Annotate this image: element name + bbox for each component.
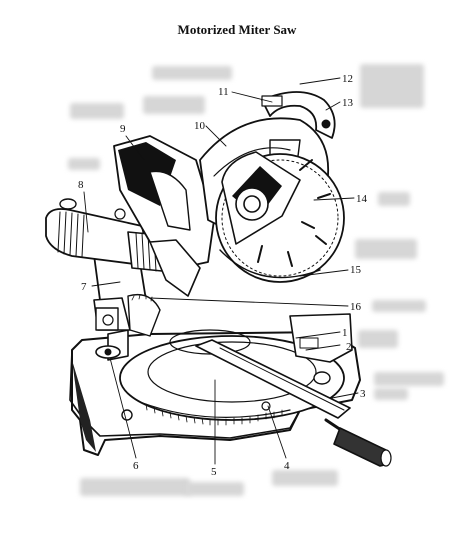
trigger-handle [149, 170, 191, 231]
blade-guard-inner [213, 147, 291, 177]
callout-2: 2 [346, 341, 352, 353]
bevel-clamp [95, 307, 119, 331]
callout-4: 4 [284, 460, 290, 472]
blade-lower-arc [219, 249, 321, 279]
hidden-label-12 [152, 66, 232, 80]
callout-10: 10 [194, 120, 206, 132]
pivot-screw [261, 401, 271, 411]
leader-3 [331, 392, 359, 399]
turntable [119, 335, 345, 421]
leader-13 [325, 101, 341, 111]
blade-slots [257, 159, 331, 267]
hidden-label-5 [186, 482, 244, 496]
miter-arm-rail [219, 347, 345, 411]
hidden-label-10 [143, 96, 205, 114]
callout-7: 7 [81, 281, 87, 293]
hidden-label-16 [372, 300, 426, 312]
base-front-face [83, 409, 301, 439]
handle-bolt [321, 119, 331, 129]
leader-8 [83, 191, 89, 233]
leader-11 [231, 91, 273, 103]
motor-knob [114, 208, 126, 220]
hidden-label-9 [70, 103, 124, 119]
motor-end-cap [59, 198, 77, 210]
miter-scale [139, 401, 291, 418]
leader-lines [83, 77, 359, 465]
arm-connector [149, 239, 201, 297]
leader-7 [91, 281, 121, 287]
hidden-label-15 [355, 239, 417, 259]
callout-12: 12 [342, 73, 353, 85]
hidden-label-1 [374, 372, 444, 386]
fence-slot [299, 337, 319, 349]
callout-6: 6 [133, 460, 139, 472]
miter-scale-ticks [145, 403, 283, 426]
hidden-label-8 [68, 158, 100, 170]
base-shadow [72, 360, 96, 452]
hidden-label-4 [272, 470, 338, 486]
hidden-label-2 [358, 330, 398, 348]
leader-9 [125, 135, 145, 161]
turntable-center [169, 329, 251, 355]
leader-14 [313, 197, 355, 201]
leader-15 [299, 269, 349, 277]
leader-10 [205, 125, 227, 147]
hidden-label-6 [80, 478, 190, 496]
callout-3: 3 [360, 388, 366, 400]
callout-8: 8 [78, 179, 84, 191]
callout-15: 15 [350, 264, 362, 276]
bevel-clamp-bolt [102, 314, 114, 326]
fence-right [289, 313, 353, 363]
leader-2 [305, 344, 341, 351]
miter-handle-end [380, 449, 392, 467]
turntable-inner [147, 341, 317, 403]
handle-grip [261, 95, 283, 107]
leader-1 [295, 331, 341, 339]
motor-fins [57, 211, 85, 258]
bevel-gear [127, 293, 161, 337]
leader-12 [299, 77, 341, 85]
leader-6 [109, 357, 137, 459]
blade-teeth-ring [221, 159, 339, 277]
hidden-label-3 [374, 388, 408, 400]
callout-1: 1 [342, 327, 348, 339]
fence-knob [313, 371, 331, 385]
leader-4 [267, 405, 287, 459]
hidden-label-13 [360, 64, 424, 108]
miter-arm [195, 339, 351, 419]
hold-down-knob-center [104, 348, 112, 356]
callout-13: 13 [342, 97, 354, 109]
arbor-bolt [243, 195, 261, 213]
callout-9: 9 [120, 123, 126, 135]
callout-5: 5 [211, 466, 217, 478]
callout-11: 11 [218, 86, 229, 98]
hidden-label-14 [378, 192, 410, 206]
callout-14: 14 [356, 193, 368, 205]
callout-16: 16 [350, 301, 362, 313]
diagram-title: Motorized Miter Saw [177, 22, 297, 37]
leader-16 [149, 297, 349, 307]
